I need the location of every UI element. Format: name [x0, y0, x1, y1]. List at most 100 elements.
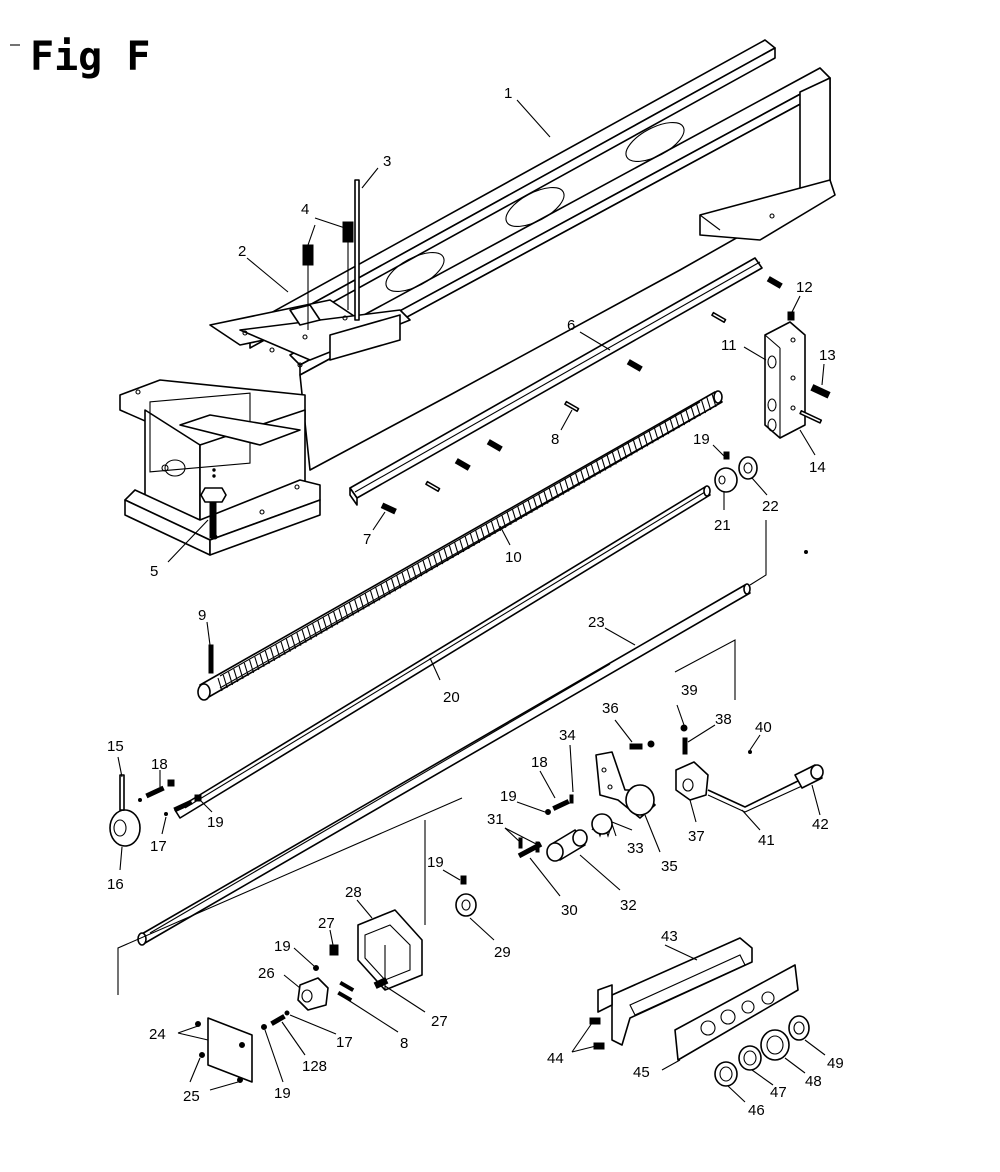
- thread-tick: [296, 632, 302, 646]
- thread-tick: [280, 641, 286, 655]
- callout-19-bottom: 19: [274, 1085, 291, 1102]
- callout-30: 30: [561, 902, 578, 919]
- thread-tick: [243, 662, 249, 677]
- callout-19-left: 19: [207, 814, 224, 831]
- callout-21: 21: [714, 517, 731, 534]
- thread-tick: [464, 535, 470, 550]
- callout-26: 26: [258, 965, 275, 982]
- thread-tick: [685, 408, 691, 423]
- callout-40: 40: [755, 719, 772, 736]
- figure-title: Fig F: [30, 34, 150, 80]
- thread-tick: [285, 638, 291, 652]
- callout-27-top: 27: [318, 915, 335, 932]
- thread-tick: [548, 487, 554, 501]
- thread-tick: [453, 541, 460, 556]
- callout-14: 14: [809, 459, 826, 476]
- thread-tick: [632, 439, 638, 453]
- callout-41: 41: [758, 832, 775, 849]
- thread-tick: [390, 578, 396, 592]
- callout-44: 44: [547, 1050, 564, 1067]
- thread-tick: [517, 505, 523, 519]
- callout-1: 1: [504, 85, 512, 102]
- callout-8-lower: 8: [400, 1035, 408, 1052]
- callout-35: 35: [661, 858, 678, 875]
- callout-31: 31: [487, 811, 504, 828]
- callout-27-right: 27: [431, 1013, 448, 1030]
- thread-tick: [622, 445, 628, 459]
- thread-tick: [417, 563, 423, 577]
- part-7-screw: [380, 502, 397, 515]
- thread-tick: [333, 611, 339, 625]
- callout-7: 7: [363, 531, 371, 548]
- thread-tick: [611, 451, 617, 465]
- thread-tick: [317, 620, 323, 634]
- callout-38: 38: [715, 711, 732, 728]
- callout-19-center: 19: [500, 788, 517, 805]
- callout-6: 6: [567, 317, 575, 334]
- thread-tick: [438, 550, 444, 565]
- thread-tick: [485, 523, 491, 538]
- part-17-18-19-pins: [138, 779, 202, 816]
- thread-tick: [474, 529, 481, 544]
- thread-tick: [275, 644, 281, 658]
- thread-tick: [700, 399, 707, 414]
- callout-34: 34: [559, 727, 576, 744]
- callout-3: 3: [383, 153, 391, 170]
- callout-36: 36: [602, 700, 619, 717]
- callout-9: 9: [198, 607, 206, 624]
- thread-tick: [217, 677, 223, 692]
- thread-tick: [506, 511, 512, 525]
- callout-13: 13: [819, 347, 836, 364]
- callout-32: 32: [620, 897, 637, 914]
- callout-12: 12: [796, 279, 813, 296]
- thread-tick: [222, 674, 228, 689]
- thread-tick: [443, 547, 449, 562]
- callout-29: 29: [494, 944, 511, 961]
- callout-11: 11: [721, 337, 737, 354]
- thread-tick: [706, 396, 712, 411]
- callout-33: 33: [627, 840, 644, 857]
- thread-tick: [238, 665, 244, 680]
- callout-20: 20: [443, 689, 460, 706]
- thread-tick: [690, 405, 696, 420]
- part-20-shaft: [174, 485, 711, 819]
- callout-19-top: 19: [693, 431, 710, 448]
- thread-tick: [532, 496, 538, 510]
- thread-tick: [249, 659, 255, 674]
- callout-8-rack: 8: [551, 431, 559, 448]
- part-16-collar: [109, 774, 141, 847]
- thread-tick: [648, 430, 654, 444]
- callout-5: 5: [150, 563, 158, 580]
- part-29-bearing: [455, 875, 477, 917]
- thread-tick: [627, 442, 633, 456]
- callout-19-mid: 19: [427, 854, 444, 871]
- thread-tick: [343, 605, 349, 619]
- thread-tick: [606, 454, 612, 468]
- thread-tick: [538, 493, 544, 507]
- thread-tick: [511, 508, 517, 522]
- callout-15: 15: [107, 738, 124, 755]
- thread-tick: [679, 411, 685, 426]
- thread-tick: [338, 608, 344, 622]
- thread-tick: [595, 460, 601, 474]
- thread-tick: [501, 514, 507, 529]
- thread-tick: [375, 587, 381, 601]
- thread-tick: [674, 414, 680, 429]
- callout-128: 128: [302, 1058, 327, 1075]
- callout-10: 10: [505, 549, 522, 566]
- part-33-spring: [591, 813, 617, 838]
- thread-tick: [448, 544, 454, 559]
- callout-48: 48: [805, 1073, 822, 1090]
- thread-tick: [590, 463, 596, 477]
- part-46-49-knobs: [714, 1015, 810, 1087]
- callout-16: 16: [107, 876, 124, 893]
- thread-tick: [637, 436, 643, 450]
- thread-tick: [664, 421, 670, 435]
- thread-tick: [643, 433, 649, 447]
- part-18-19-pins-center: [545, 794, 574, 815]
- thread-tick: [259, 653, 265, 667]
- callout-18-center: 18: [531, 754, 548, 771]
- part-45-panel-plate: [674, 964, 799, 1061]
- thread-tick: [569, 475, 575, 489]
- thread-tick: [711, 393, 717, 408]
